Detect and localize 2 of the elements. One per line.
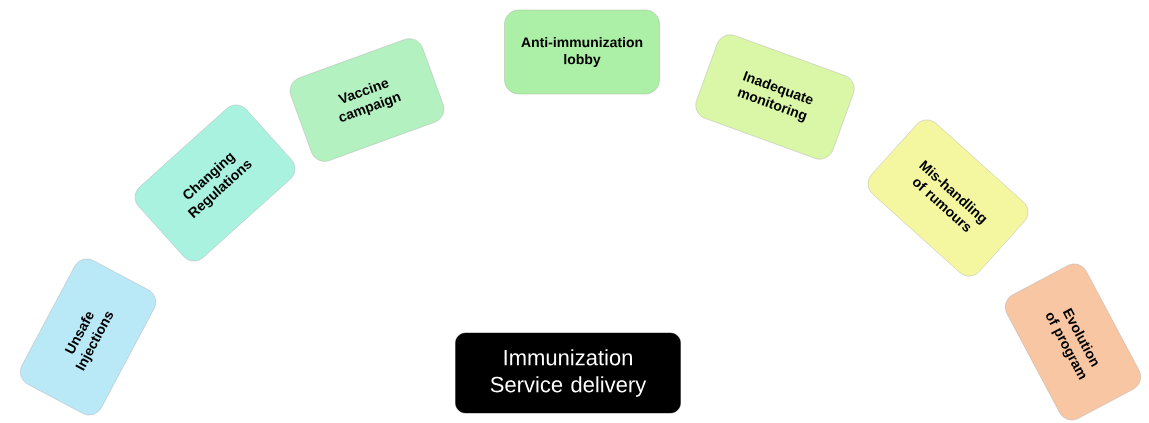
factor-box: Anti-immunization lobby (504, 9, 660, 95)
label-box: Immunization Service delivery (455, 332, 681, 414)
